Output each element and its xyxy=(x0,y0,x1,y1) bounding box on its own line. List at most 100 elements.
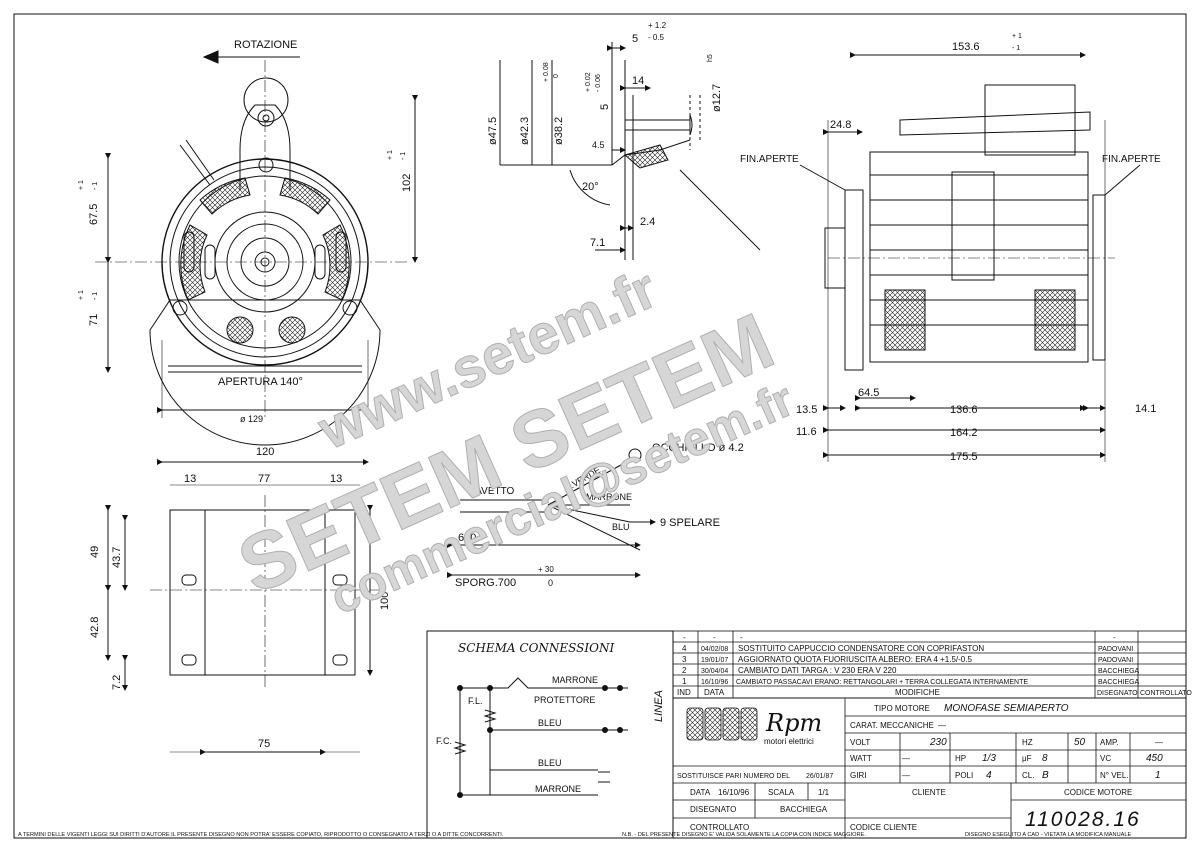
shaft-dim-5: 5 xyxy=(632,33,638,45)
schema-linea: LINEA xyxy=(653,690,665,722)
nvel-value: 1 xyxy=(1155,770,1161,781)
mod-ind: 2 xyxy=(682,666,687,675)
controllato-label: CONTROLLATO xyxy=(690,823,749,832)
watt-label: WATT xyxy=(850,754,872,763)
side-dim-24-8: 24.8 xyxy=(830,119,851,131)
mod-row-3: 2 30/04/04 CAMBIATO DATI TARGA : V 230 E… xyxy=(682,666,1140,675)
fin-aperte-left: FIN.APERTE xyxy=(740,154,799,165)
side-dim-64-5: 64.5 xyxy=(858,387,879,399)
side-dim-13-5: 13.5 xyxy=(796,404,817,416)
codice-motore-label: CODICE MOTORE xyxy=(1064,788,1132,797)
hp-value: 1/3 xyxy=(982,753,996,764)
side-tol-153-a: + 1 xyxy=(1012,33,1022,40)
uf-value: 8 xyxy=(1042,753,1048,764)
shaft-tol-5b-a: + 0.02 xyxy=(585,72,592,92)
amp-value: — xyxy=(1155,738,1163,747)
hp-label: HP xyxy=(955,754,966,763)
bottom-dim-77: 77 xyxy=(258,473,270,485)
mod-header-ctrl: CONTROLLATO xyxy=(1140,690,1192,697)
disegnato-label: DISEGNATO xyxy=(690,805,736,814)
mod-header-dis: DISEGNATO xyxy=(1097,690,1138,697)
front-dim-71: 71 xyxy=(88,314,100,326)
front-view xyxy=(95,50,418,446)
shaft-tol-5-b: - 0.5 xyxy=(648,33,665,42)
shaft-angle-20: 20° xyxy=(582,181,599,193)
watermark: www.setem.fr SETEM SETEM commercial@sete… xyxy=(225,256,802,626)
bottom-dim-75: 75 xyxy=(258,738,270,750)
mod-by: BACCHIEGA xyxy=(1098,679,1140,686)
schema-bleu-low: BLEU xyxy=(538,758,562,768)
schema-marrone-top: MARRONE xyxy=(552,675,598,685)
bottom-dim-43-7: 43.7 xyxy=(111,547,123,568)
giri-value: — xyxy=(902,771,910,780)
front-tol-102-b: - 1 xyxy=(400,152,407,160)
mod-text: SOSTITUITO CAPPUCCIO CONDENSATORE CON CO… xyxy=(738,644,984,653)
codice-cliente-label: CODICE CLIENTE xyxy=(850,823,917,832)
shaft-dia-12-7: ø12.7 xyxy=(711,84,723,112)
mod-by: PADOVANI xyxy=(1098,646,1133,653)
front-tol-71-b: - 1 xyxy=(92,292,99,300)
shaft-dim-4-5: 4.5 xyxy=(592,140,605,150)
cl-label: CL. xyxy=(1022,771,1034,780)
shaft-tol-5-a: + 1.2 xyxy=(648,21,667,30)
bottom-view xyxy=(105,459,380,755)
carat-label: CARAT. MECCANICHE xyxy=(850,721,934,730)
disegnato-value: BACCHIEGA xyxy=(780,805,828,814)
logo-sub: motori elettrici xyxy=(764,737,814,746)
cable-tol-a: + 30 xyxy=(538,565,554,574)
shaft-dia-47-5: ø47.5 xyxy=(487,117,499,145)
shaft-dia-42-3: ø42.3 xyxy=(519,117,531,145)
data-value: 16/10/96 xyxy=(718,788,750,797)
hz-label: HZ xyxy=(1022,738,1033,747)
mod-row-2: 3 19/01/07 AGGIORNATO QUOTA FUORIUSCITA … xyxy=(682,655,1133,664)
side-view xyxy=(679,52,1141,462)
mod-text: - xyxy=(740,633,743,642)
front-tol-67-b: - 1 xyxy=(92,182,99,190)
schema-protettore: PROTETTORE xyxy=(534,695,595,705)
side-dim-164-2: 164.2 xyxy=(950,427,978,439)
side-dim-136-6: 136.6 xyxy=(950,404,978,416)
rotation-label: ROTAZIONE xyxy=(234,39,297,51)
cavetto-label: CAVETTO xyxy=(468,486,515,497)
schema-fc: F.C. xyxy=(436,736,452,746)
mod-row-1: 4 04/02/08 SOSTITUITO CAPPUCCIO CONDENSA… xyxy=(682,644,1133,653)
bottom-dim-7-2: 7.2 xyxy=(111,675,123,690)
schema-box xyxy=(426,630,674,839)
bottom-dim-42-8: 42.8 xyxy=(89,617,101,638)
side-dim-11-6: 11.6 xyxy=(796,426,817,438)
shaft-tol-38-b: 0 xyxy=(553,74,560,78)
scala-label: SCALA xyxy=(768,788,795,797)
cable-dim-660: 660 xyxy=(458,532,476,544)
spelare-label: 9 SPELARE xyxy=(660,517,720,529)
mod-row-0: - - - - xyxy=(683,633,1116,642)
front-tol-102-a: + 1 xyxy=(387,150,394,160)
blu-cable-label: BLU xyxy=(612,522,630,532)
mod-date: 04/02/08 xyxy=(701,646,728,653)
bottom-dim-100: 100 xyxy=(379,592,391,610)
mod-ind: 1 xyxy=(682,677,687,686)
schema-fl: F.L. xyxy=(468,696,483,706)
scala-value: 1/1 xyxy=(818,788,830,797)
front-dim-102: 102 xyxy=(401,174,413,192)
amp-label: AMP. xyxy=(1100,738,1119,747)
data-label: DATA xyxy=(690,788,711,797)
poli-value: 4 xyxy=(986,770,992,781)
side-tol-153-b: - 1 xyxy=(1012,45,1020,52)
mod-header-ind: IND xyxy=(677,688,691,697)
mod-date: - xyxy=(713,633,716,642)
rpm-logo-icon xyxy=(686,707,758,741)
sostituisce-value: 26/01/87 xyxy=(806,773,833,780)
uf-label: μF xyxy=(1022,754,1032,763)
mod-by: - xyxy=(1113,633,1116,642)
footer-mid: N.B. - DEL PRESENTE DISEGNO E' VALIDA SO… xyxy=(622,832,866,838)
fin-aperte-right: FIN.APERTE xyxy=(1102,154,1161,165)
tipo-label: TIPO MOTORE xyxy=(874,704,930,713)
cable-sporg: SPORG.700 xyxy=(455,577,516,589)
shaft-dim-2-4: 2.4 xyxy=(640,216,655,228)
front-tol-71-a: + 1 xyxy=(78,290,85,300)
giri-label: GIRI xyxy=(850,771,866,780)
schema-title: SCHEMA CONNESSIONI xyxy=(458,641,614,655)
hz-value: 50 xyxy=(1074,737,1086,748)
mod-text: CAMBIATO DATI TARGA : V 230 ERA V 220 xyxy=(738,666,897,675)
side-dim-153-6: 153.6 xyxy=(952,41,980,53)
